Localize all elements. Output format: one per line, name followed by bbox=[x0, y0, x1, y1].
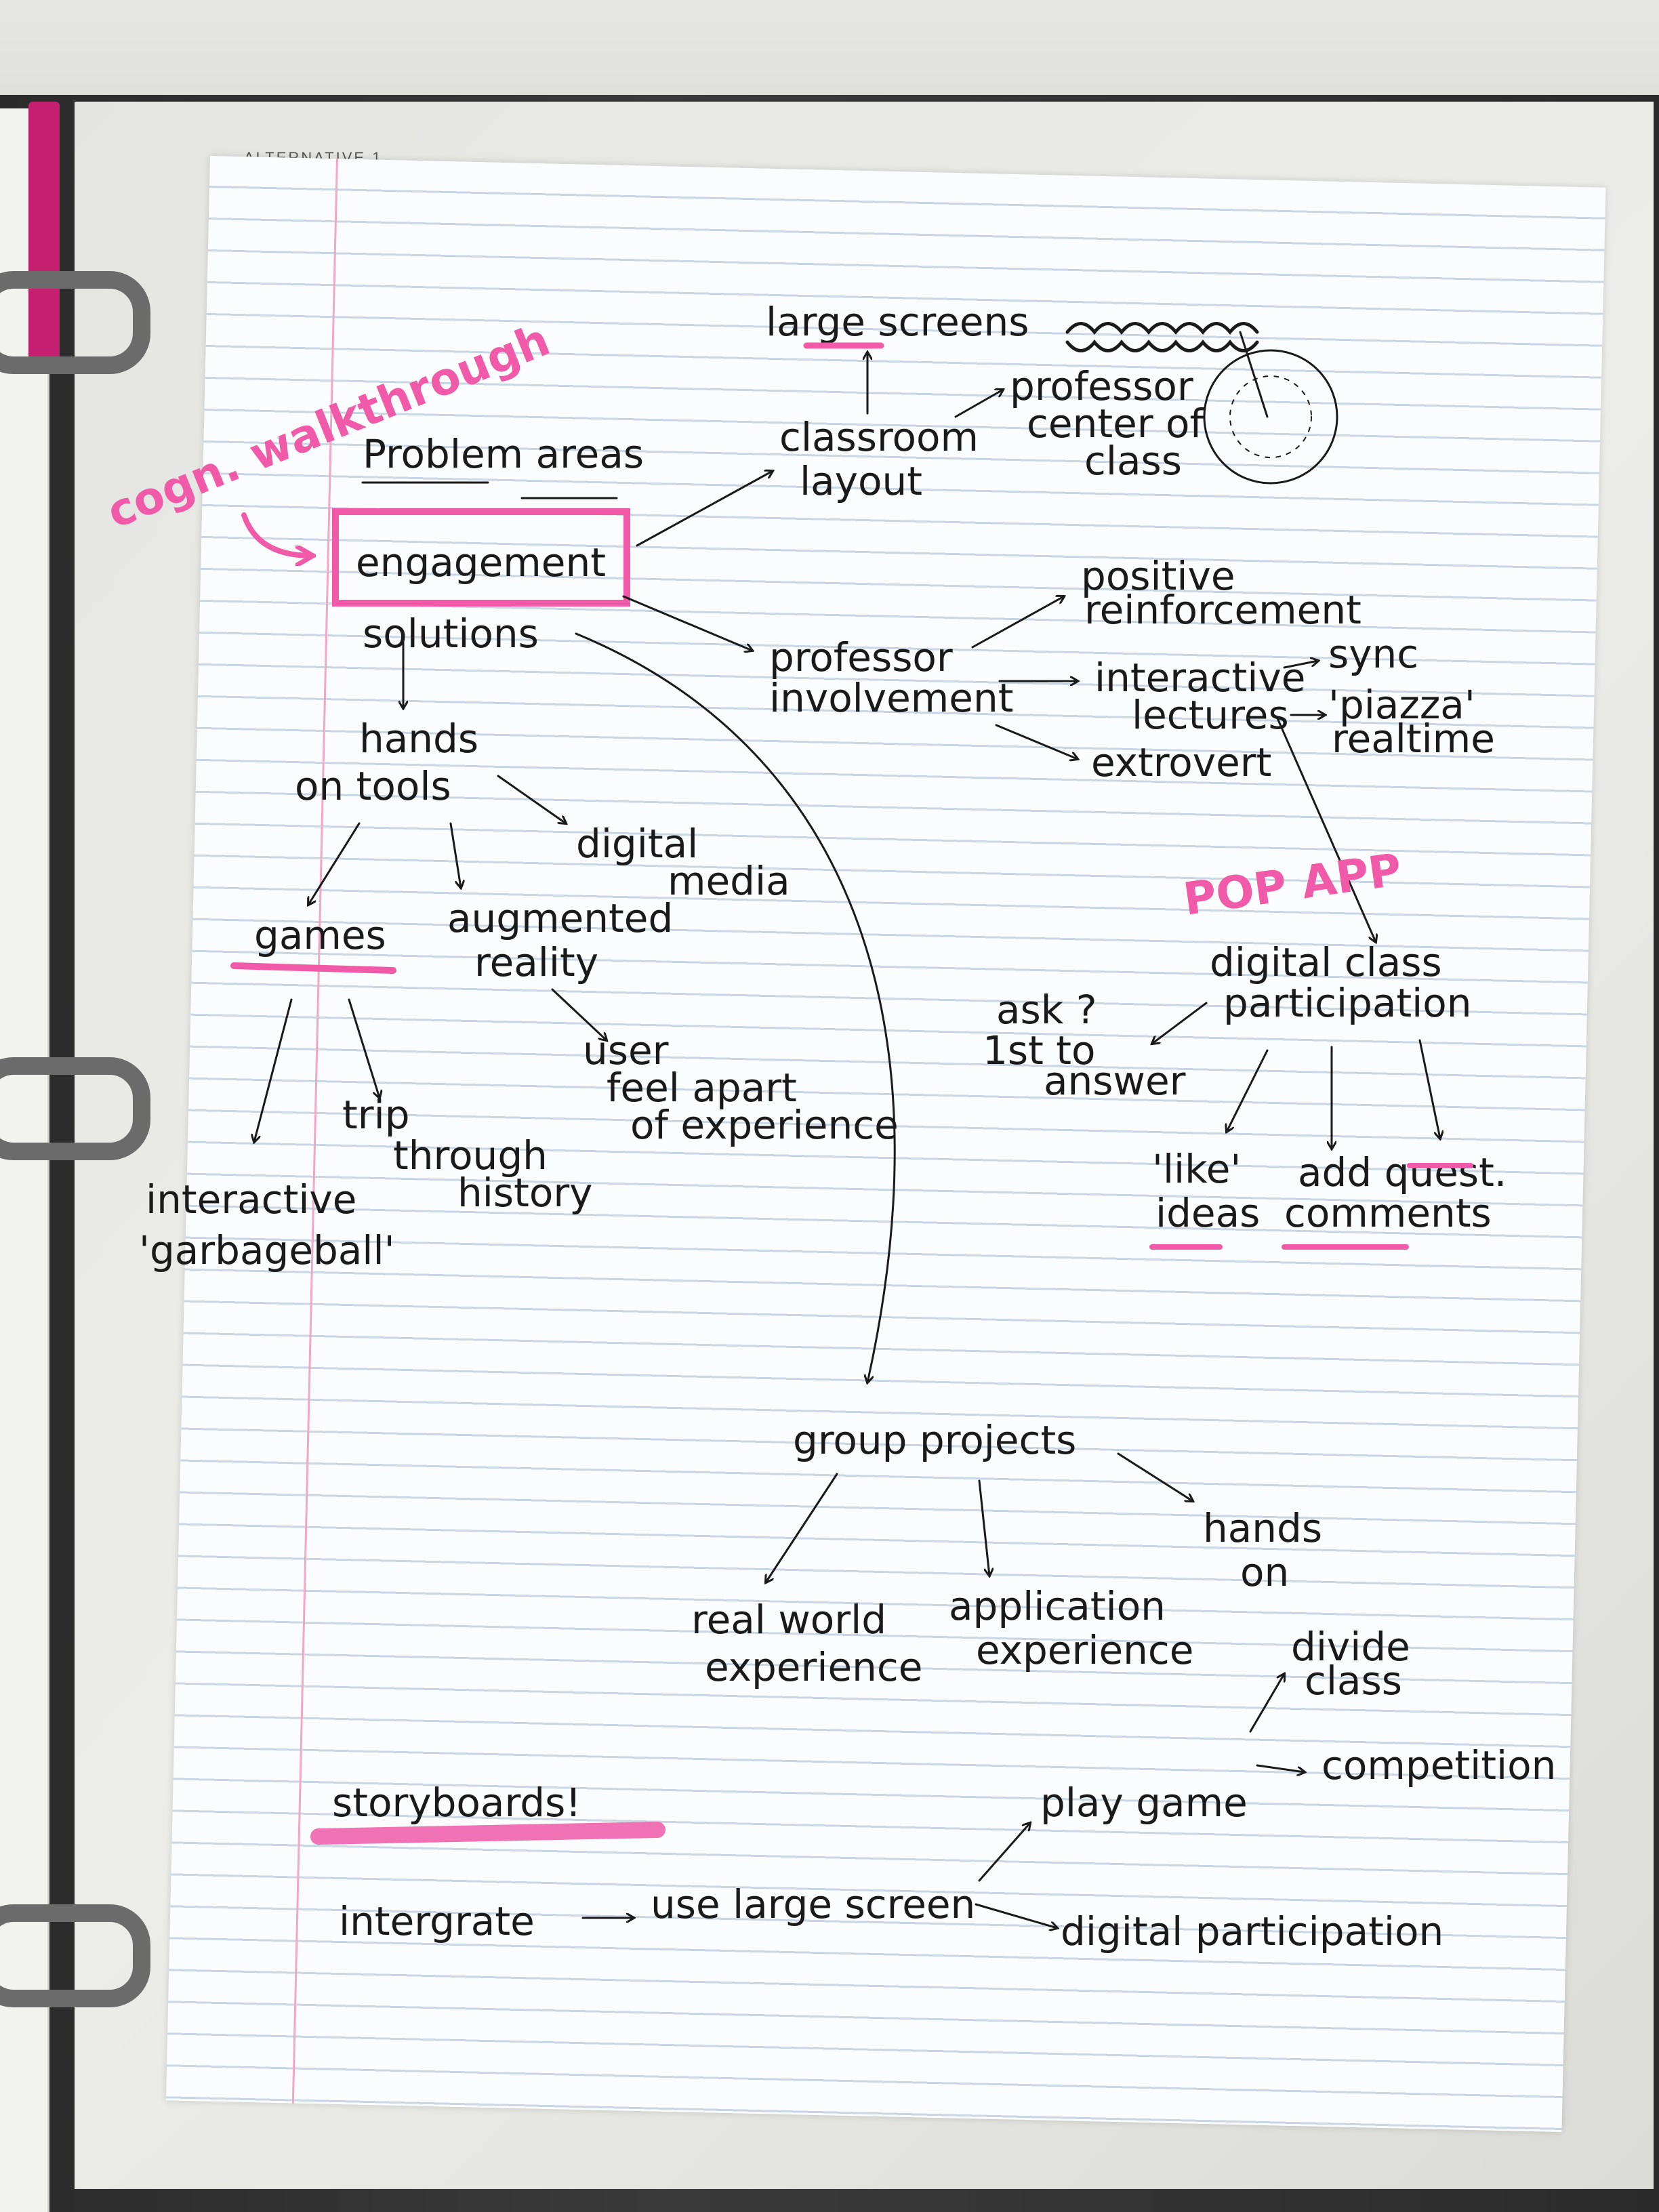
arrow bbox=[497, 775, 566, 823]
storyboards-heading: storyboards! bbox=[332, 1780, 581, 1826]
integrate-label: intergrate bbox=[339, 1898, 535, 1944]
classroom-circle-sketch bbox=[1203, 349, 1338, 485]
hands-label: hands bbox=[359, 716, 478, 762]
application-label: application bbox=[949, 1583, 1166, 1629]
arrow bbox=[348, 998, 380, 1098]
classroom-label: classroom bbox=[779, 414, 979, 460]
digital-class-label: digital class bbox=[1210, 939, 1442, 985]
play-game-label: play game bbox=[1040, 1780, 1248, 1826]
class-label: class bbox=[1084, 438, 1182, 484]
arrow bbox=[978, 1823, 1030, 1882]
ideas-label: ideas bbox=[1155, 1190, 1260, 1236]
arrow bbox=[622, 595, 752, 651]
of-experience-label: of experience bbox=[630, 1102, 899, 1148]
sketch-line bbox=[1239, 331, 1269, 418]
arrow bbox=[971, 596, 1064, 649]
arrow bbox=[308, 822, 361, 905]
arrow bbox=[1152, 1002, 1208, 1044]
on-group-label: on bbox=[1240, 1549, 1289, 1595]
arrow bbox=[1117, 1452, 1193, 1501]
hands-group-label: hands bbox=[1203, 1505, 1322, 1551]
first-to-label: 1st to bbox=[983, 1027, 1096, 1073]
reinforcement-label: reinforcement bbox=[1084, 587, 1361, 633]
digital-participation-label: digital participation bbox=[1061, 1908, 1443, 1954]
ask-label: ask ? bbox=[996, 987, 1097, 1033]
interactive-label: interactive bbox=[1094, 655, 1305, 701]
cogn-walkthrough-label: cogn. walkthrough bbox=[100, 314, 557, 539]
real-world-label: real world bbox=[691, 1597, 886, 1643]
problem-areas-heading: Problem areas bbox=[363, 431, 644, 477]
divide-label: divide bbox=[1291, 1624, 1410, 1670]
arrow bbox=[449, 822, 461, 888]
arrow bbox=[636, 471, 773, 547]
center-of-label: center of bbox=[1027, 401, 1205, 447]
arrow bbox=[1256, 1764, 1305, 1772]
interactive-game-label: interactive bbox=[146, 1176, 356, 1223]
pink-highlight bbox=[310, 1822, 665, 1845]
engagement-highlight-box bbox=[332, 508, 630, 607]
on-tools-label: on tools bbox=[295, 763, 451, 809]
arrow bbox=[766, 1473, 838, 1582]
binder-ring-top bbox=[0, 271, 150, 374]
arrow bbox=[975, 1903, 1057, 1928]
garbageball-label: 'garbageball' bbox=[139, 1227, 395, 1273]
curved-arrow bbox=[575, 632, 896, 1382]
pop-app-label: POP APP bbox=[1181, 844, 1405, 926]
arrow bbox=[954, 390, 1003, 418]
application-experience-label: experience bbox=[976, 1627, 1193, 1673]
add-quest-label: add quest. bbox=[1298, 1149, 1507, 1195]
classroom-inner-circle bbox=[1229, 375, 1312, 458]
piazza-label: 'piazza' bbox=[1328, 682, 1475, 728]
arrow bbox=[551, 988, 607, 1040]
layout-label: layout bbox=[800, 458, 922, 504]
arrow bbox=[1249, 1674, 1284, 1733]
reality-label: reality bbox=[474, 939, 598, 985]
arrow bbox=[995, 724, 1078, 759]
arrow bbox=[254, 998, 293, 1142]
professor-involvement-label: professor bbox=[769, 634, 953, 680]
engagement-label: engagement bbox=[356, 539, 606, 586]
trip-label: trip bbox=[342, 1092, 410, 1138]
user-label: user bbox=[583, 1027, 669, 1073]
like-label: 'like' bbox=[1152, 1146, 1241, 1192]
arrow bbox=[978, 1479, 989, 1576]
extrovert-label: extrovert bbox=[1091, 739, 1271, 785]
comments-label: comments bbox=[1284, 1190, 1492, 1236]
sync-label: sync bbox=[1328, 631, 1418, 677]
large-screens-label: large screens bbox=[766, 299, 1029, 345]
through-label: through bbox=[393, 1132, 548, 1179]
pink-underline bbox=[230, 962, 396, 974]
realtime-label: realtime bbox=[1332, 716, 1495, 762]
arrow bbox=[1276, 717, 1376, 942]
feel-apart-label: feel apart bbox=[607, 1065, 797, 1111]
real-world-experience-label: experience bbox=[705, 1644, 922, 1690]
media-label: media bbox=[668, 858, 790, 904]
answer-label: answer bbox=[1044, 1058, 1186, 1104]
lectures-label: lectures bbox=[1132, 692, 1289, 738]
arrow bbox=[1227, 1049, 1269, 1132]
group-projects-label: group projects bbox=[793, 1417, 1076, 1463]
participation-label: participation bbox=[1223, 980, 1472, 1026]
digital-label: digital bbox=[576, 821, 698, 867]
pink-divider-tab bbox=[28, 102, 60, 359]
games-label: games bbox=[254, 912, 386, 958]
augmented-label: augmented bbox=[447, 895, 673, 941]
arrow bbox=[1283, 661, 1318, 669]
competition-label: competition bbox=[1322, 1742, 1556, 1788]
involvement-label: involvement bbox=[769, 675, 1014, 721]
divide-class-label: class bbox=[1305, 1658, 1402, 1704]
use-large-screen-label: use large screen bbox=[651, 1881, 975, 1927]
pink-arrow bbox=[241, 512, 312, 556]
scribble-screen-sketch bbox=[1065, 322, 1259, 352]
solutions-label: solutions bbox=[363, 611, 539, 657]
professor-label: professor bbox=[1010, 363, 1193, 409]
previous-page-edge bbox=[0, 108, 49, 2212]
positive-label: positive bbox=[1081, 553, 1235, 599]
history-label: history bbox=[457, 1170, 593, 1216]
arrow bbox=[1418, 1039, 1440, 1139]
